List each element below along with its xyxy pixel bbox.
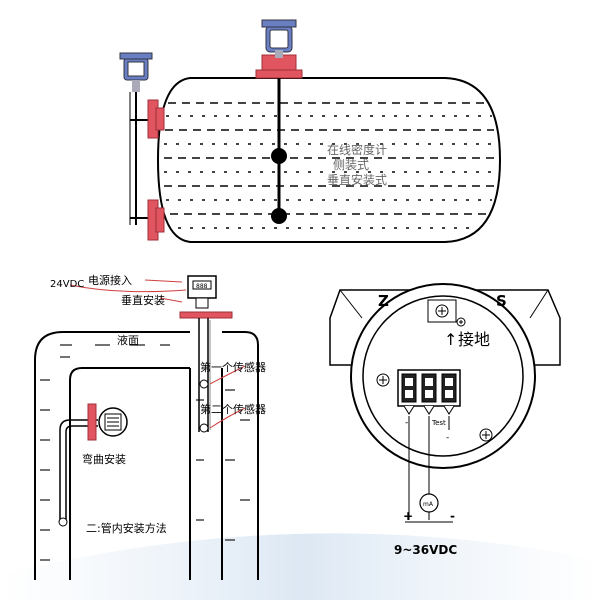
liquid-surface-label: 液面 [117, 333, 139, 347]
ground-terminal: ↑ 接地 [444, 317, 490, 349]
ma-meter-label: mA [423, 501, 434, 508]
power-voltage-label: 24VDC [50, 279, 84, 290]
pipe-inner-left-wall [69, 367, 190, 580]
tank-label-line1: 在线密度计 [327, 142, 387, 157]
sensor-2-ball [199, 423, 209, 433]
svg-text:888: 888 [196, 283, 208, 290]
terminal-minus-mark-right: - [446, 433, 449, 443]
sensor-1-label: 第一个传感器 [200, 360, 266, 374]
pipe-outer-left-wall [34, 331, 190, 580]
tank-section: 在线密度计 侧装式 垂直安装式 [119, 19, 502, 243]
supply-plus: + [403, 509, 413, 523]
side-density-meter [119, 52, 165, 241]
ma-meter: mA [419, 493, 439, 513]
terminal-minus-mark: - [405, 418, 408, 428]
terminal-box-section: Z S ↑ 接地 [329, 283, 561, 557]
ground-up-arrow-icon: ↑ [444, 330, 457, 349]
liquid-pattern [164, 102, 495, 229]
label-z: Z [378, 292, 389, 310]
sensor-1-ball [199, 379, 209, 389]
vertical-install-label: 垂直安装 [121, 293, 165, 307]
background-swoosh [0, 533, 600, 600]
label-s: S [496, 292, 507, 310]
bend-install-sensor [58, 403, 128, 527]
vertical-density-meter [255, 19, 303, 224]
terminal-wires [408, 416, 450, 520]
pipe-method-caption: 二:管内安装方法 [86, 521, 167, 535]
pipe-liquid-pattern [40, 344, 250, 561]
pipe-outer-right-wall [222, 331, 259, 580]
right-screw [479, 428, 493, 442]
pipe-install-section: 888 24 [34, 273, 266, 580]
terminal-block [397, 369, 461, 415]
annotation-leaders [69, 279, 246, 429]
ground-label: 接地 [458, 330, 490, 349]
test-label: Test [431, 419, 446, 427]
tank-label-line2: 侧装式 [333, 158, 369, 172]
left-screw [376, 373, 390, 387]
supply-range-label: 9~36VDC [394, 543, 457, 557]
float-ball-upper [271, 148, 287, 164]
sensor-2-label: 第二个传感器 [200, 402, 266, 416]
tank-label-line3: 垂直安装式 [327, 172, 387, 187]
supply-minus: - [450, 509, 455, 523]
power-input-label: 电源接入 [88, 273, 132, 287]
bend-install-label: 弯曲安装 [82, 452, 126, 466]
float-ball-lower [271, 208, 287, 224]
top-screw [427, 299, 457, 323]
vertical-install-sensor: 888 [179, 275, 233, 433]
